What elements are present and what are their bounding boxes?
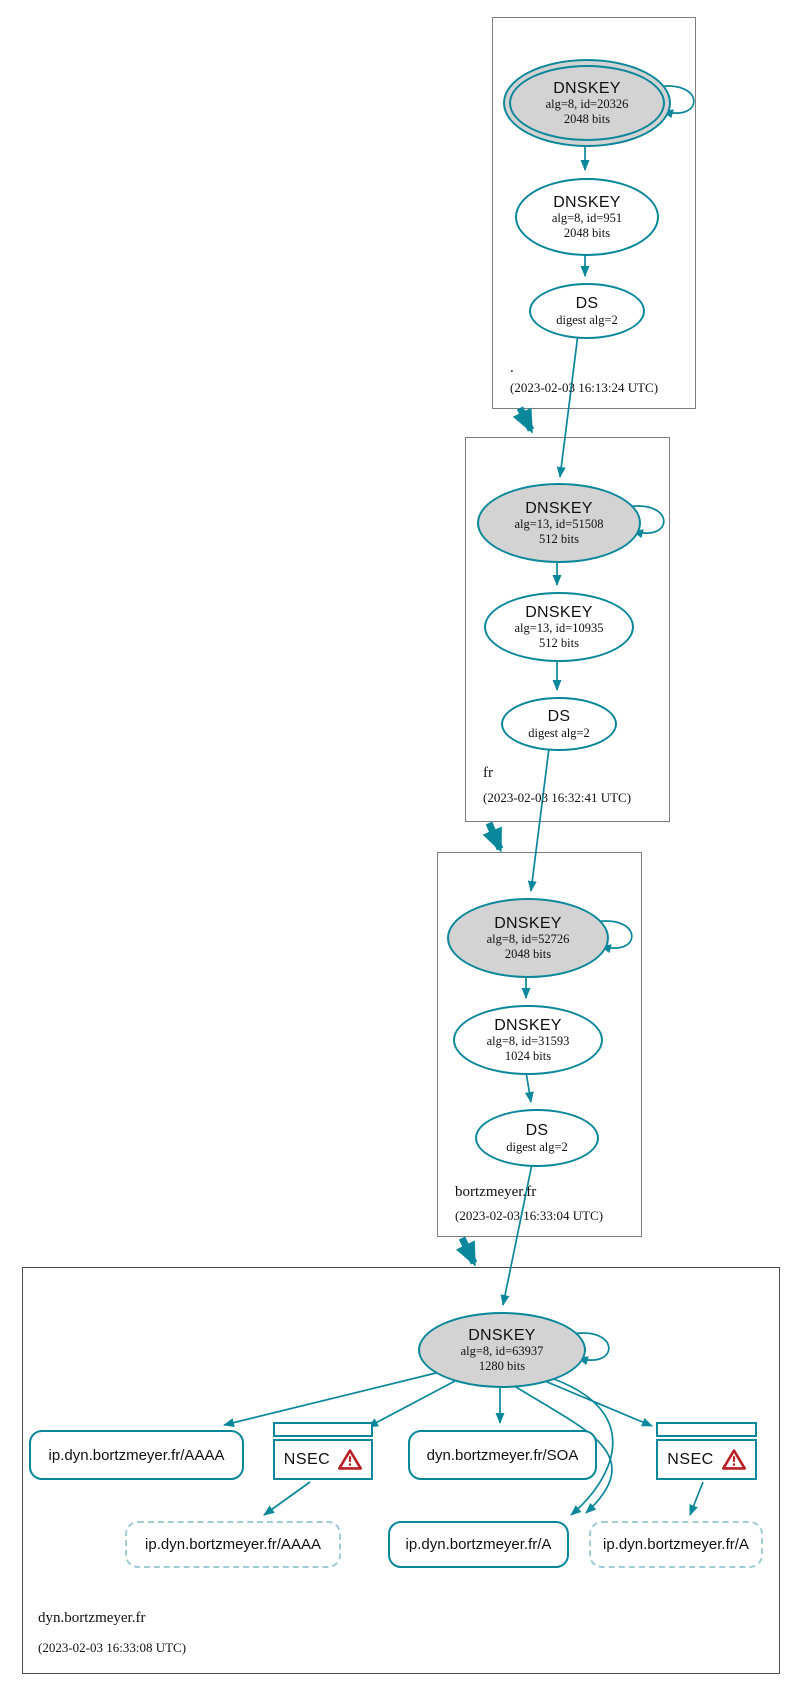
node-size: 2048 bits <box>504 946 552 961</box>
rrset-dyn-soa: dyn.bortzmeyer.fr/SOA <box>408 1430 597 1480</box>
nsec-label: NSEC <box>283 1450 331 1468</box>
node-dnskey-ksk-bortzmeyer: DNSKEY alg=8, id=52726 2048 bits <box>447 898 609 978</box>
node-size: 1024 bits <box>504 1048 552 1063</box>
node-params: alg=8, id=31593 <box>486 1034 570 1049</box>
node-size: 1280 bits <box>478 1358 526 1373</box>
node-type-label: DNSKEY <box>468 1326 536 1344</box>
node-dnskey-dyn: DNSKEY alg=8, id=63937 1280 bits <box>418 1312 586 1388</box>
node-dnskey-zsk-bortzmeyer: DNSKEY alg=8, id=31593 1024 bits <box>453 1005 603 1075</box>
nsec-top-bar <box>656 1422 757 1437</box>
node-params: digest alg=2 <box>506 1139 568 1154</box>
node-ds-fr: DS digest alg=2 <box>501 697 617 751</box>
node-type-label: DNSKEY <box>494 914 562 932</box>
node-size: 512 bits <box>539 531 579 546</box>
rrset-label: ip.dyn.bortzmeyer.fr/A <box>405 1536 552 1553</box>
zone-label-dyn: dyn.bortzmeyer.fr <box>38 1610 146 1626</box>
node-params: alg=8, id=63937 <box>460 1344 544 1359</box>
delegation-arrow-fr-to-bortzmeyer <box>482 821 504 853</box>
zone-box-root <box>492 17 696 409</box>
node-params: alg=8, id=20326 <box>545 97 629 112</box>
node-dnskey-zsk-fr: DNSKEY alg=13, id=10935 512 bits <box>484 592 634 662</box>
node-dnskey-ksk-root-trust-anchor: DNSKEY alg=8, id=20326 2048 bits <box>503 59 671 147</box>
zone-label-root: . <box>510 360 514 376</box>
node-params: alg=13, id=51508 <box>514 517 604 532</box>
node-type-label: DNSKEY <box>553 193 621 211</box>
node-type-label: DS <box>525 1121 549 1139</box>
rrset-label: ip.dyn.bortzmeyer.fr/AAAA <box>145 1536 321 1553</box>
rrset-label: ip.dyn.bortzmeyer.fr/AAAA <box>48 1446 225 1464</box>
node-dnskey-zsk-root: DNSKEY alg=8, id=951 2048 bits <box>515 178 659 256</box>
rrset-label: ip.dyn.bortzmeyer.fr/A <box>603 1536 749 1553</box>
node-ds-bortzmeyer: DS digest alg=2 <box>475 1109 599 1167</box>
warning-icon <box>338 1449 363 1470</box>
node-type-label: DNSKEY <box>525 603 593 621</box>
zone-label-fr: fr <box>483 765 493 781</box>
node-params: alg=8, id=52726 <box>486 932 570 947</box>
node-size: 512 bits <box>539 635 579 650</box>
node-nsec-2: NSEC <box>656 1422 757 1480</box>
delegation-arrow-bortzmeyer-to-dyn <box>455 1236 478 1267</box>
zone-timestamp-dyn: (2023-02-03 16:33:08 UTC) <box>38 1640 187 1655</box>
node-params: digest alg=2 <box>556 312 618 327</box>
node-type-label: DNSKEY <box>553 79 621 97</box>
node-type-label: DS <box>575 294 599 312</box>
node-ds-root: DS digest alg=2 <box>529 283 645 339</box>
node-nsec-1: NSEC <box>273 1422 373 1480</box>
node-params: digest alg=2 <box>528 725 590 740</box>
rrset-ip-dyn-aaaa-denied: ip.dyn.bortzmeyer.fr/AAAA <box>125 1521 341 1568</box>
zone-timestamp-bortzmeyer: (2023-02-03 16:33:04 UTC) <box>455 1208 604 1223</box>
rrset-ip-dyn-a-denied: ip.dyn.bortzmeyer.fr/A <box>589 1521 763 1568</box>
rrset-ip-dyn-aaaa: ip.dyn.bortzmeyer.fr/AAAA <box>29 1430 244 1480</box>
node-dnskey-ksk-fr: DNSKEY alg=13, id=51508 512 bits <box>477 483 641 563</box>
zone-timestamp-fr: (2023-02-03 16:32:41 UTC) <box>483 790 632 805</box>
rrset-ip-dyn-a: ip.dyn.bortzmeyer.fr/A <box>388 1521 569 1568</box>
zone-timestamp-root: (2023-02-03 16:13:24 UTC) <box>510 380 659 395</box>
nsec-label: NSEC <box>667 1450 714 1468</box>
node-type-label: DS <box>547 707 571 725</box>
node-type-label: DNSKEY <box>525 499 593 517</box>
node-size: 2048 bits <box>563 111 611 126</box>
node-params: alg=13, id=10935 <box>514 621 604 636</box>
nsec-top-bar <box>273 1422 373 1437</box>
delegation-arrow-root-to-fr <box>512 406 535 434</box>
zone-label-bortzmeyer: bortzmeyer.fr <box>455 1184 537 1200</box>
zone-box-dyn-bortzmeyer-fr <box>22 1267 780 1674</box>
node-size: 2048 bits <box>563 225 611 240</box>
node-params: alg=8, id=951 <box>551 211 623 226</box>
rrset-label: dyn.bortzmeyer.fr/SOA <box>426 1446 579 1464</box>
node-type-label: DNSKEY <box>494 1016 562 1034</box>
warning-icon <box>721 1449 746 1470</box>
